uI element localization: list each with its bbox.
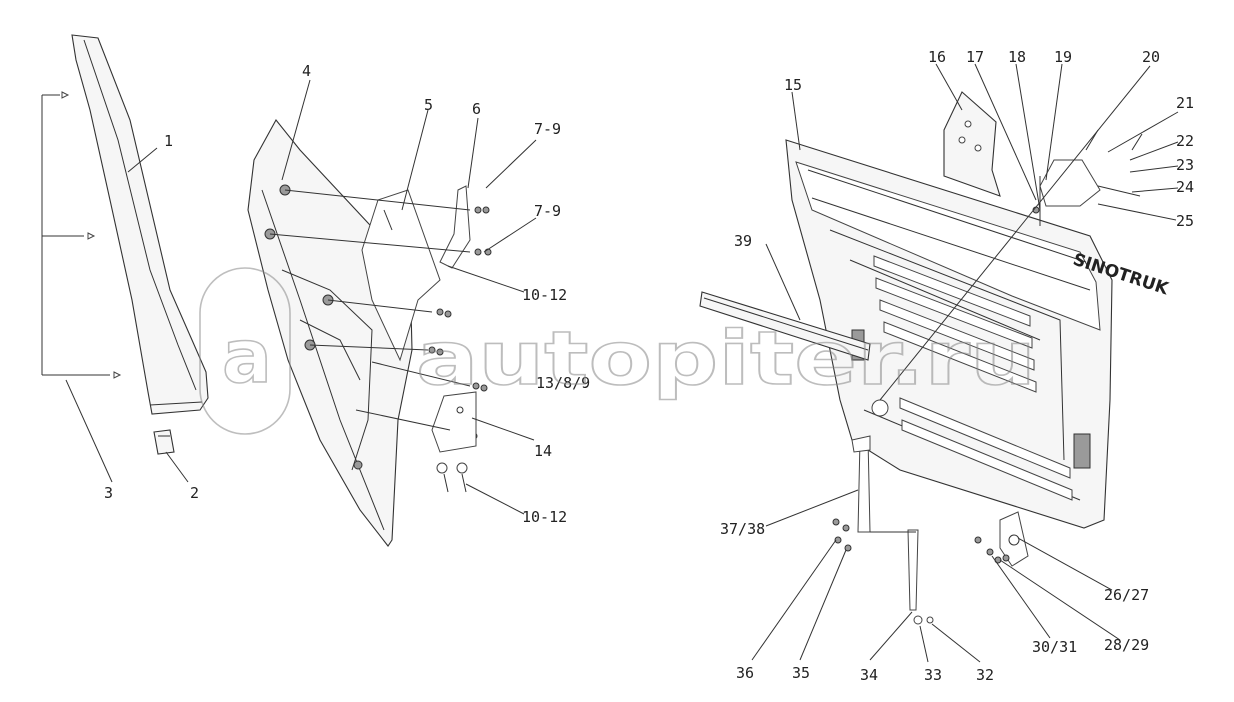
part-trim-strip — [71, 34, 209, 415]
callout-13-8-9: 13/8/9 — [536, 374, 590, 392]
callout-10-12-upper: 10-12 — [522, 286, 567, 304]
callout-5: 5 — [424, 96, 433, 114]
callout-23: 23 — [1176, 156, 1194, 174]
part3-bracket — [41, 91, 122, 379]
callout-20: 20 — [1142, 48, 1160, 66]
part-rod — [870, 529, 934, 625]
callout-39: 39 — [734, 232, 752, 250]
callout-4: 4 — [302, 62, 311, 80]
part-lock-cluster — [1032, 129, 1143, 226]
callout-24: 24 — [1176, 178, 1194, 196]
callout-28-29: 28/29 — [1104, 636, 1149, 654]
part-emblem-plate — [943, 91, 1001, 197]
callout-21: 21 — [1176, 94, 1194, 112]
part-support-arm — [851, 435, 871, 533]
callout-1: 1 — [164, 132, 173, 150]
watermark-mark: a — [222, 314, 272, 400]
callout-3: 3 — [104, 484, 113, 502]
callout-34: 34 — [860, 666, 878, 684]
callout-14: 14 — [534, 442, 552, 460]
callout-15: 15 — [784, 76, 802, 94]
part-clip — [153, 429, 175, 455]
callout-18: 18 — [1008, 48, 1026, 66]
callout-30-31: 30/31 — [1032, 638, 1077, 656]
part-seal-strip — [699, 291, 871, 361]
watermark-text: autopiter.ru — [416, 316, 1036, 402]
callout-35: 35 — [792, 664, 810, 682]
callout-36: 36 — [736, 664, 754, 682]
callout-16: 16 — [928, 48, 946, 66]
part-hood-panel — [785, 139, 1113, 529]
callout-2: 2 — [190, 484, 199, 502]
callout-10-12-lower: 10-12 — [522, 508, 567, 526]
part-hinge-bracket — [439, 185, 471, 269]
callout-32: 32 — [976, 666, 994, 684]
callout-22: 22 — [1176, 132, 1194, 150]
fasteners-35-36 — [832, 518, 852, 552]
callout-37-38: 37/38 — [720, 520, 765, 538]
callout-labels: 1 2 3 4 5 6 7-9 7-9 10-12 13/8/9 14 10-1… — [104, 48, 1194, 684]
watermark: a autopiter.ru — [199, 267, 1037, 435]
callout-26-27: 26/27 — [1104, 586, 1149, 604]
assembly-lines-left — [269, 189, 471, 431]
part-mounting-plate — [431, 391, 477, 453]
callout-19: 19 — [1054, 48, 1072, 66]
leader-lines — [65, 63, 1179, 663]
fasteners-left — [428, 206, 492, 493]
callout-33: 33 — [924, 666, 942, 684]
callout-7-9-lower: 7-9 — [534, 202, 561, 220]
callout-25: 25 — [1176, 212, 1194, 230]
callout-17: 17 — [966, 48, 984, 66]
callout-7-9-upper: 7-9 — [534, 120, 561, 138]
callout-6: 6 — [472, 100, 481, 118]
part-inner-bracket — [361, 189, 441, 362]
